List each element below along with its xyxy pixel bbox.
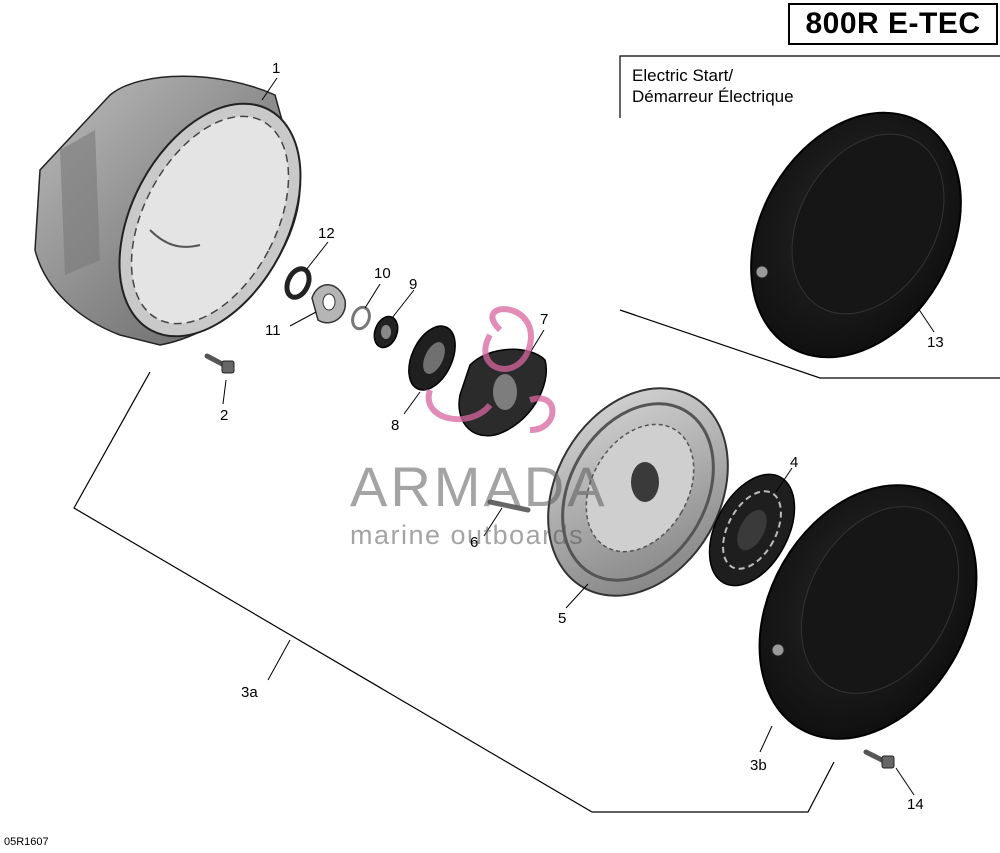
callout-9: 9 (409, 276, 418, 293)
callout-13: 13 (927, 334, 944, 351)
electric-start-label-en: Electric Start/ (632, 66, 734, 85)
callout-8: 8 (391, 417, 400, 434)
electric-start-cover (750, 111, 962, 359)
rope-pulley (547, 387, 729, 597)
callout-3a: 3a (241, 684, 258, 701)
model-title: 800R E-TEC (788, 3, 998, 45)
callout-6: 6 (470, 534, 479, 551)
electric-start-label-fr: Démarreur Électrique (632, 87, 794, 106)
callout-7: 7 (540, 311, 549, 328)
callout-12: 12 (318, 225, 335, 242)
starter-housing (34, 75, 302, 346)
callout-4: 4 (790, 454, 799, 471)
bolt-14 (863, 749, 895, 769)
washer-10 (351, 305, 371, 331)
callout-14: 14 (907, 796, 924, 813)
recoil-spring (708, 473, 796, 587)
drawing-code: 05R1607 (4, 836, 49, 848)
watermark-subtitle: marine outboards (350, 520, 585, 550)
callout-3b: 3b (750, 757, 767, 774)
starter-cover-3b (758, 484, 978, 740)
callout-2: 2 (220, 407, 229, 424)
assembly-bracket-line (73, 371, 835, 813)
watermark-title: ARMADA (350, 455, 608, 518)
electric-start-frame-bottom (619, 309, 1000, 379)
watermark-logo-icon (425, 306, 556, 433)
callout-11: 11 (265, 322, 281, 339)
callout-10: 10 (374, 265, 391, 282)
electric-start-frame (619, 55, 1000, 118)
retaining-ring (284, 266, 312, 300)
leader-lines (222, 77, 935, 796)
callout-1: 1 (272, 60, 281, 77)
callout-5: 5 (558, 610, 567, 627)
pin-6 (487, 499, 531, 513)
bolt-2 (204, 353, 235, 374)
